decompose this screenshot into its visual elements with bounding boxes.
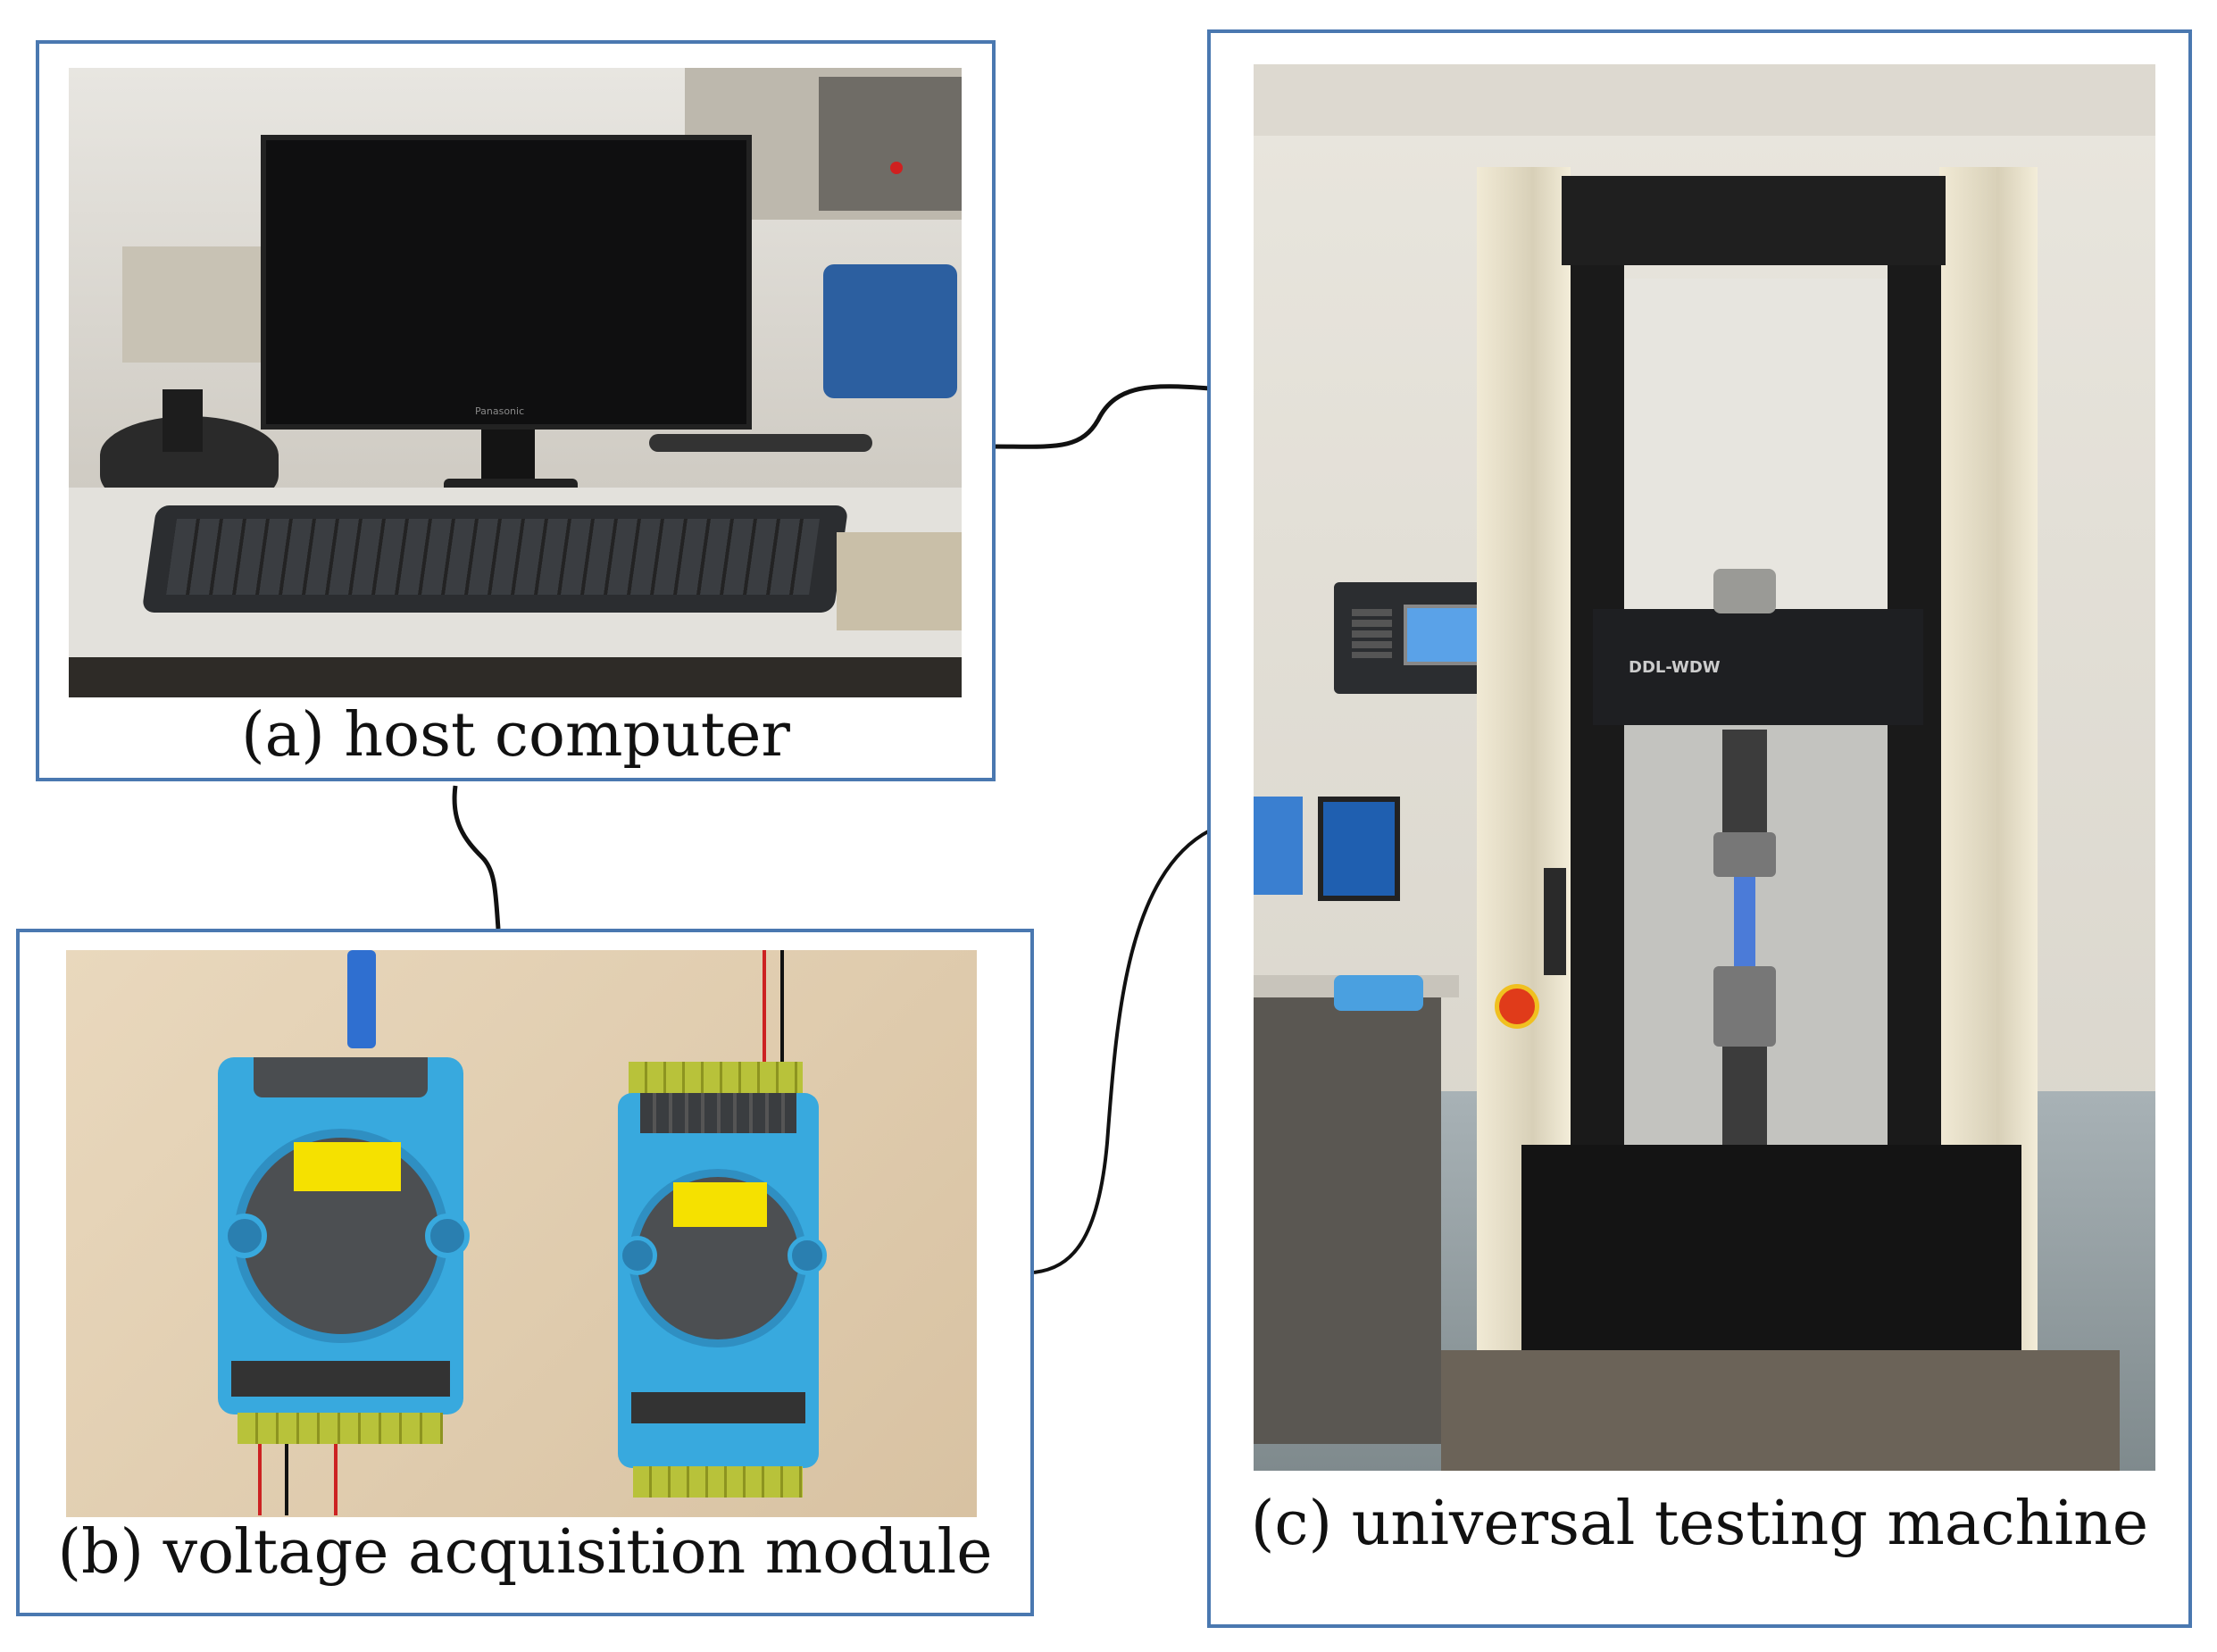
emergency-stop-button xyxy=(1495,984,1539,1029)
lower-grip xyxy=(1713,966,1776,1047)
yellow-label xyxy=(294,1142,401,1191)
testing-machine-photo: DDL-WDW xyxy=(1254,64,2155,1471)
caption-universal-testing-machine: (c) universal testing machine xyxy=(1250,1489,2149,1559)
controller-display xyxy=(1334,582,1504,694)
yellow-label xyxy=(673,1182,767,1227)
crosshead xyxy=(1593,609,1923,725)
panel-host-computer: Panasonic (a) host computer xyxy=(36,40,996,781)
terminal-block-left xyxy=(238,1413,443,1444)
usb-cable xyxy=(347,950,376,1048)
acquisition-module-right xyxy=(618,1093,827,1468)
voltage-module-photo xyxy=(66,950,977,1517)
caption-host-computer: (a) host computer xyxy=(241,700,790,771)
panel-universal-testing-machine: DDL-WDW (c) universal testing machine xyxy=(1207,29,2192,1628)
wire-b-to-c xyxy=(1033,829,1211,1274)
wire-a-to-c xyxy=(992,384,1211,449)
machine-label: DDL-WDW xyxy=(1629,658,1721,677)
terminal-block-right-bottom xyxy=(633,1466,803,1498)
wire-a-to-b xyxy=(452,785,501,930)
caption-voltage-acquisition-module: (b) voltage acquisition module xyxy=(57,1517,993,1588)
monitor xyxy=(261,135,752,430)
host-computer-photo: Panasonic xyxy=(69,68,962,697)
acquisition-module-left xyxy=(218,1057,470,1414)
terminal-block-right-top xyxy=(629,1062,803,1097)
monitor-brand: Panasonic xyxy=(475,405,525,417)
panel-voltage-acquisition-module: (b) voltage acquisition module xyxy=(16,929,1034,1616)
specimen xyxy=(1734,877,1755,966)
